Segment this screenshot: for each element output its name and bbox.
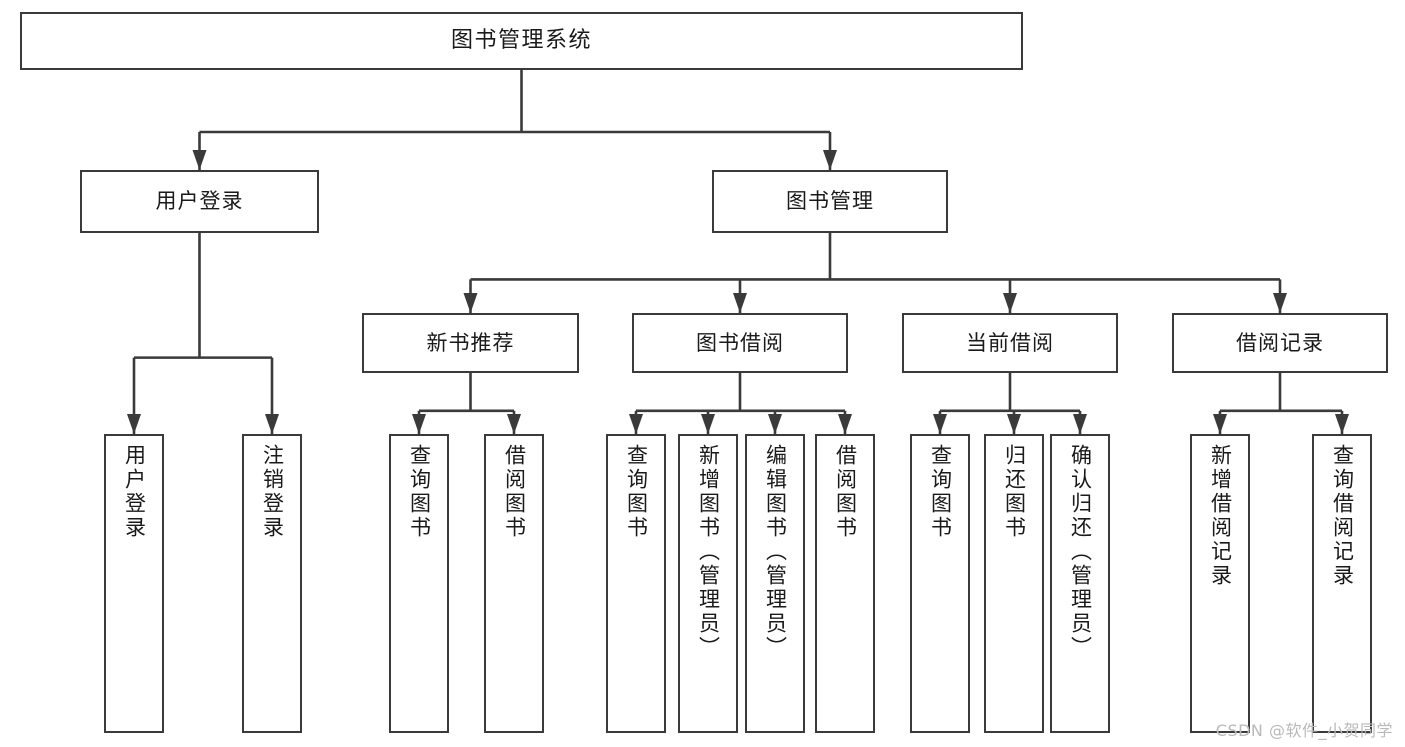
node-leaf-query-book-3[interactable]: 查询图书 xyxy=(910,434,970,733)
node-leaf-borrow-book-2-label: 借阅图书 xyxy=(833,444,858,540)
node-leaf-query-book-2[interactable]: 查询图书 xyxy=(606,434,666,733)
node-leaf-return-book[interactable]: 归还图书 xyxy=(984,434,1044,733)
node-root[interactable]: 图书管理系统 xyxy=(20,12,1023,70)
node-current-borrow-label: 当前借阅 xyxy=(966,330,1054,355)
node-new-book-rec[interactable]: 新书推荐 xyxy=(362,313,579,373)
node-book-borrow-label: 图书借阅 xyxy=(696,330,784,355)
node-leaf-query-book-3-label: 查询图书 xyxy=(928,444,953,540)
node-root-label: 图书管理系统 xyxy=(450,28,592,54)
node-borrow-record[interactable]: 借阅记录 xyxy=(1172,313,1388,373)
node-leaf-user-login[interactable]: 用户登录 xyxy=(104,434,164,733)
node-leaf-query-book-1-label: 查询图书 xyxy=(407,444,432,540)
node-leaf-user-login-label: 用户登录 xyxy=(122,444,147,540)
node-leaf-add-book[interactable]: 新增图书（管理员） xyxy=(678,434,738,733)
node-leaf-borrow-book-1-label: 借阅图书 xyxy=(502,444,527,540)
node-leaf-add-book-label: 新增图书（管理员） xyxy=(696,444,721,660)
node-leaf-query-record[interactable]: 查询借阅记录 xyxy=(1312,434,1372,733)
node-leaf-add-record[interactable]: 新增借阅记录 xyxy=(1190,434,1250,733)
node-current-borrow[interactable]: 当前借阅 xyxy=(902,313,1118,373)
node-leaf-logout[interactable]: 注销登录 xyxy=(242,434,302,733)
node-book-manage[interactable]: 图书管理 xyxy=(712,170,948,233)
node-borrow-record-label: 借阅记录 xyxy=(1236,330,1324,355)
node-leaf-confirm-return-label: 确认归还（管理员） xyxy=(1068,444,1093,660)
node-user-login[interactable]: 用户登录 xyxy=(80,170,319,233)
node-new-book-rec-label: 新书推荐 xyxy=(426,330,515,355)
node-leaf-add-record-label: 新增借阅记录 xyxy=(1208,444,1233,588)
node-book-manage-label: 图书管理 xyxy=(786,189,874,214)
node-leaf-query-book-2-label: 查询图书 xyxy=(624,444,649,540)
node-leaf-borrow-book-2[interactable]: 借阅图书 xyxy=(815,434,875,733)
node-leaf-logout-label: 注销登录 xyxy=(260,444,285,540)
node-leaf-borrow-book-1[interactable]: 借阅图书 xyxy=(484,434,544,733)
node-leaf-edit-book-label: 编辑图书（管理员） xyxy=(763,444,788,660)
watermark: CSDN @软件_小贺同学 xyxy=(1215,721,1393,740)
node-leaf-query-book-1[interactable]: 查询图书 xyxy=(389,434,449,733)
node-leaf-edit-book[interactable]: 编辑图书（管理员） xyxy=(745,434,805,733)
node-leaf-confirm-return[interactable]: 确认归还（管理员） xyxy=(1050,434,1110,733)
node-leaf-return-book-label: 归还图书 xyxy=(1002,444,1027,540)
node-book-borrow[interactable]: 图书借阅 xyxy=(632,313,848,373)
node-user-login-label: 用户登录 xyxy=(155,189,244,214)
node-leaf-query-record-label: 查询借阅记录 xyxy=(1330,444,1355,588)
